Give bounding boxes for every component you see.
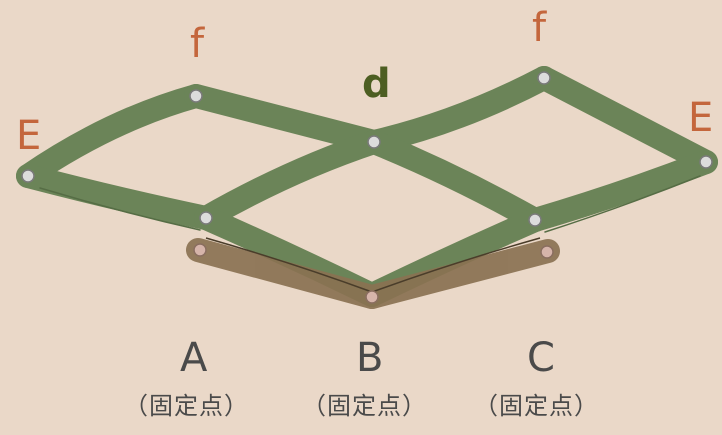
pin-A — [193, 243, 207, 257]
arm-f-right-to-E-right — [532, 66, 718, 174]
pin-f-right — [537, 71, 551, 85]
arm-edge-line-left — [39, 187, 201, 231]
arm-E-left-to-inner-left — [16, 164, 218, 230]
label-B: B — [356, 335, 384, 381]
pin-C — [540, 245, 554, 259]
arm-inner-right-to-E-right — [523, 150, 718, 232]
label-B-note: （固定点） — [302, 392, 427, 420]
arm-edge-line-right — [544, 175, 701, 233]
label-f-right: f — [532, 5, 547, 51]
pin-d — [367, 135, 381, 149]
pin-f-left — [189, 89, 203, 103]
pin-inner-left — [199, 211, 213, 225]
pin-inner-right — [528, 213, 542, 227]
label-d: d — [362, 61, 391, 107]
arm-E-left-to-f-left — [16, 84, 208, 188]
label-C: C — [527, 335, 555, 381]
arm-inner-left-to-d — [194, 130, 386, 230]
label-A-note: （固定点） — [124, 392, 249, 420]
pin-B — [365, 290, 379, 304]
base-bar-A-to-B — [186, 238, 384, 309]
label-A: A — [180, 335, 208, 381]
arm-d-to-inner-right — [362, 130, 547, 232]
base-bar-B-to-C — [360, 239, 560, 309]
label-E-right: E — [688, 95, 714, 141]
arm-d-to-f-right — [362, 66, 556, 154]
label-f-left: f — [190, 21, 205, 67]
pin-E-right — [699, 155, 713, 169]
label-E-left: E — [16, 113, 42, 159]
pin-E-left — [21, 169, 35, 183]
label-C-note: （固定点） — [474, 392, 599, 420]
